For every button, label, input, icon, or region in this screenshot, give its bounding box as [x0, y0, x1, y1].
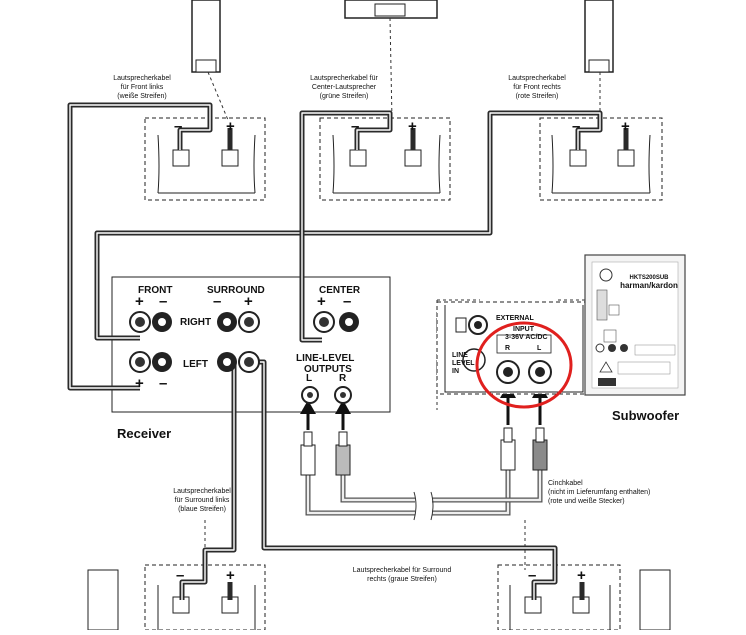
highlight-circle [475, 321, 573, 409]
rca-plug-right-receiver [335, 431, 351, 476]
surround-right-cable-line1: Lautsprecherkabel für Surround [353, 567, 452, 574]
center-label: CENTER [319, 285, 361, 296]
panel-r: R [505, 345, 510, 352]
svg-text:+: + [577, 567, 586, 584]
center-plus: + [317, 293, 326, 310]
panel-in: IN [452, 368, 459, 375]
speaker-front-left [191, 0, 221, 73]
left-label: LEFT [183, 359, 208, 370]
subwoofer-model: HKTS200SUB [629, 275, 669, 281]
surround-left-cable-line1: Lautsprecherkabel [173, 488, 231, 495]
surround-right-cable-line2: rechts (graue Streifen) [367, 576, 437, 583]
surround-left-cable-line2: für Surround links [175, 497, 230, 504]
svg-text:–: – [572, 118, 580, 135]
panel-volt: 3-36V AC/DC [505, 334, 548, 341]
front-left-plus: + [135, 375, 144, 392]
svg-text:(rote und weiße Stecker): (rote und weiße Stecker) [548, 498, 625, 505]
subwoofer-brand: harman/kardon [620, 281, 678, 290]
svg-text:–: – [176, 567, 184, 584]
front-left-cable-line3: (weiße Streifen) [117, 93, 166, 100]
front-right-cable-line3: (rote Streifen) [516, 93, 559, 100]
panel-l: L [537, 345, 542, 352]
rca-plug-r-subwoofer [500, 427, 516, 471]
surround-left-cable-line3: (blaue Streifen) [178, 506, 226, 513]
front-label: FRONT [138, 285, 172, 296]
svg-text:+: + [621, 118, 630, 135]
rca-plug-l-subwoofer [532, 427, 548, 471]
speaker-front-right [584, 0, 614, 73]
panel-external: EXTERNAL [496, 315, 534, 322]
front-right-cable-line1: Lautsprecherkabel [508, 75, 566, 82]
right-label: RIGHT [180, 317, 211, 328]
front-left-cable-line1: Lautsprecherkabel [113, 75, 171, 82]
receiver-jacks [129, 311, 359, 404]
svg-text:+: + [408, 118, 417, 135]
svg-text:–: – [351, 118, 359, 135]
subwoofer-title: Subwoofer [612, 408, 679, 423]
surround-minus: – [213, 293, 221, 310]
speaker-polarity-marks: – + – + – + – + – + [174, 118, 630, 584]
front-minus: – [159, 293, 167, 310]
terminal-box-center [319, 117, 451, 201]
svg-text:+: + [226, 118, 235, 135]
panel-level: LEVEL [452, 360, 475, 367]
surround-plus: + [244, 293, 253, 310]
front-left-minus: – [159, 375, 167, 392]
center-cable-line2: Center-Lautsprecher [312, 84, 377, 91]
speaker-surround-right [497, 564, 671, 631]
subwoofer-rear-panel [584, 254, 686, 396]
svg-text:(nicht im Lieferumfang enthalt: (nicht im Lieferumfang enthalten) [548, 489, 650, 496]
front-right-cable-line2: für Front rechts [513, 84, 561, 91]
speaker-wires [67, 102, 629, 600]
svg-text:–: – [174, 118, 182, 135]
line-out-l-label: L [306, 373, 312, 384]
terminal-box-front-left [144, 117, 266, 201]
surround-label: SURROUND [207, 285, 265, 296]
panel-input: INPUT [513, 326, 535, 333]
cable-labels: Lautsprecherkabel für Front links (weiße… [113, 75, 566, 583]
receiver-title: Receiver [117, 426, 171, 441]
rca-plug-left-receiver [300, 431, 316, 476]
line-out-r-label: R [339, 373, 347, 384]
cinch-cable [305, 470, 543, 521]
line-level-label: LINE-LEVEL [296, 353, 354, 364]
svg-text:Cinchkabel: Cinchkabel [548, 480, 583, 487]
center-cable-line3: (grüne Streifen) [320, 93, 369, 100]
center-cable-line1: Lautsprecherkabel für [310, 75, 378, 82]
panel-line: LINE [452, 352, 468, 359]
outputs-label: OUTPUTS [304, 364, 352, 375]
cinch-label: Cinchkabel (nicht im Lieferumfang enthal… [548, 480, 650, 505]
svg-text:+: + [226, 567, 235, 584]
subwoofer-input-panel [436, 301, 588, 395]
svg-text:–: – [528, 567, 536, 584]
speaker-center [344, 0, 438, 19]
center-minus: – [343, 293, 351, 310]
front-left-cable-line2: für Front links [121, 84, 164, 91]
front-plus: + [135, 293, 144, 310]
